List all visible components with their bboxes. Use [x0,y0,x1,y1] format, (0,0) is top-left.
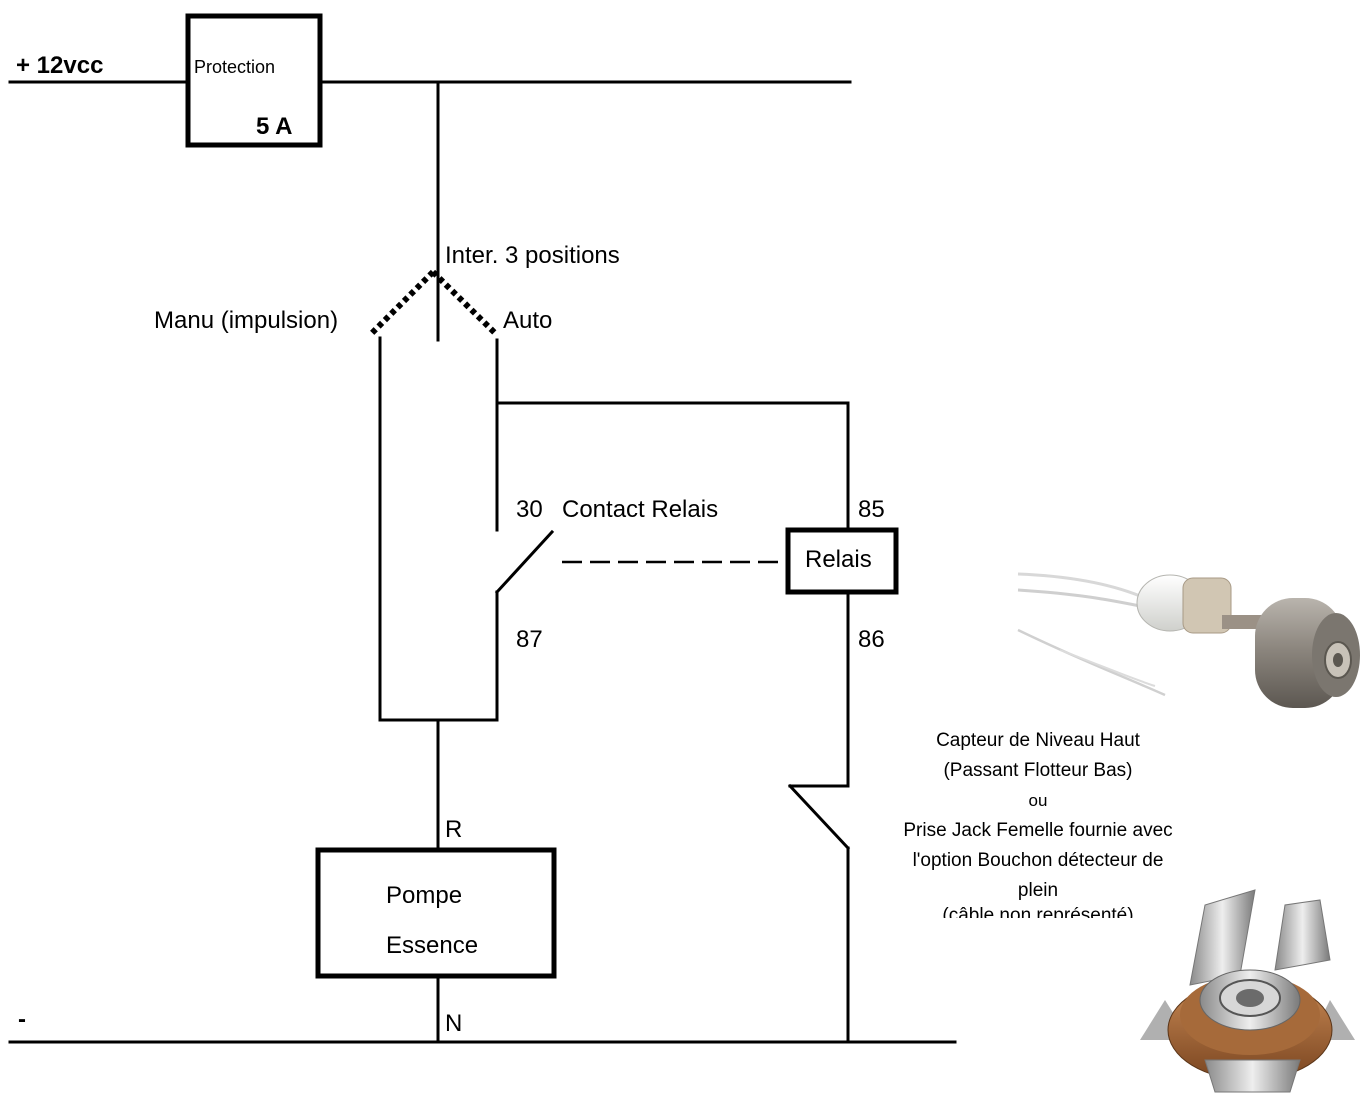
jack-socket-image [1140,889,1355,1093]
sensor-caption: Capteur de Niveau Haut (Passant Flotteur… [888,726,1188,918]
switch-arm-manual [367,269,436,338]
relay-contact-blade [494,529,555,595]
protection-rating: 5 A [256,113,293,140]
sensor-caption-line1: Capteur de Niveau Haut [936,730,1140,751]
switch-arm-auto [430,269,500,338]
switch-manual-label: Manu (impulsion) [154,307,339,334]
pump-label-line1: Pompe [386,882,463,909]
positive-supply-label: + 12vcc [16,52,104,79]
negative-supply-label: - [18,1006,26,1033]
sensor-caption-line6: plein [1017,880,1059,901]
sensor-caption-line2: (Passant Flotteur Bas) [943,760,1133,781]
sensor-caption-line7: (câble non représenté) [942,906,1134,918]
pump-pin-n: N [445,1010,463,1037]
pump-pin-r: R [445,816,463,843]
relay-pin-85: 85 [858,496,885,523]
switch-title: Inter. 3 positions [445,242,620,269]
switch-auto-label: Auto [503,307,553,334]
relay-pin-87: 87 [516,626,543,653]
sensor-caption-line5: l'option Bouchon détecteur de [912,850,1164,871]
relay-coil-label: Relais [805,546,872,573]
protection-label: Protection [194,57,276,77]
relay-pin-86: 86 [858,626,885,653]
float-sensor-image [1017,572,1360,708]
relay-contact-label: Contact Relais [562,496,719,523]
sensor-caption-line4: Prise Jack Femelle fournie avec [903,820,1173,841]
relay-pin-30: 30 [516,496,543,523]
protection-box [185,13,323,148]
pump-box [315,847,557,979]
pump-label-line2: Essence [386,932,479,959]
sensor-caption-line3: ou [1028,791,1048,810]
